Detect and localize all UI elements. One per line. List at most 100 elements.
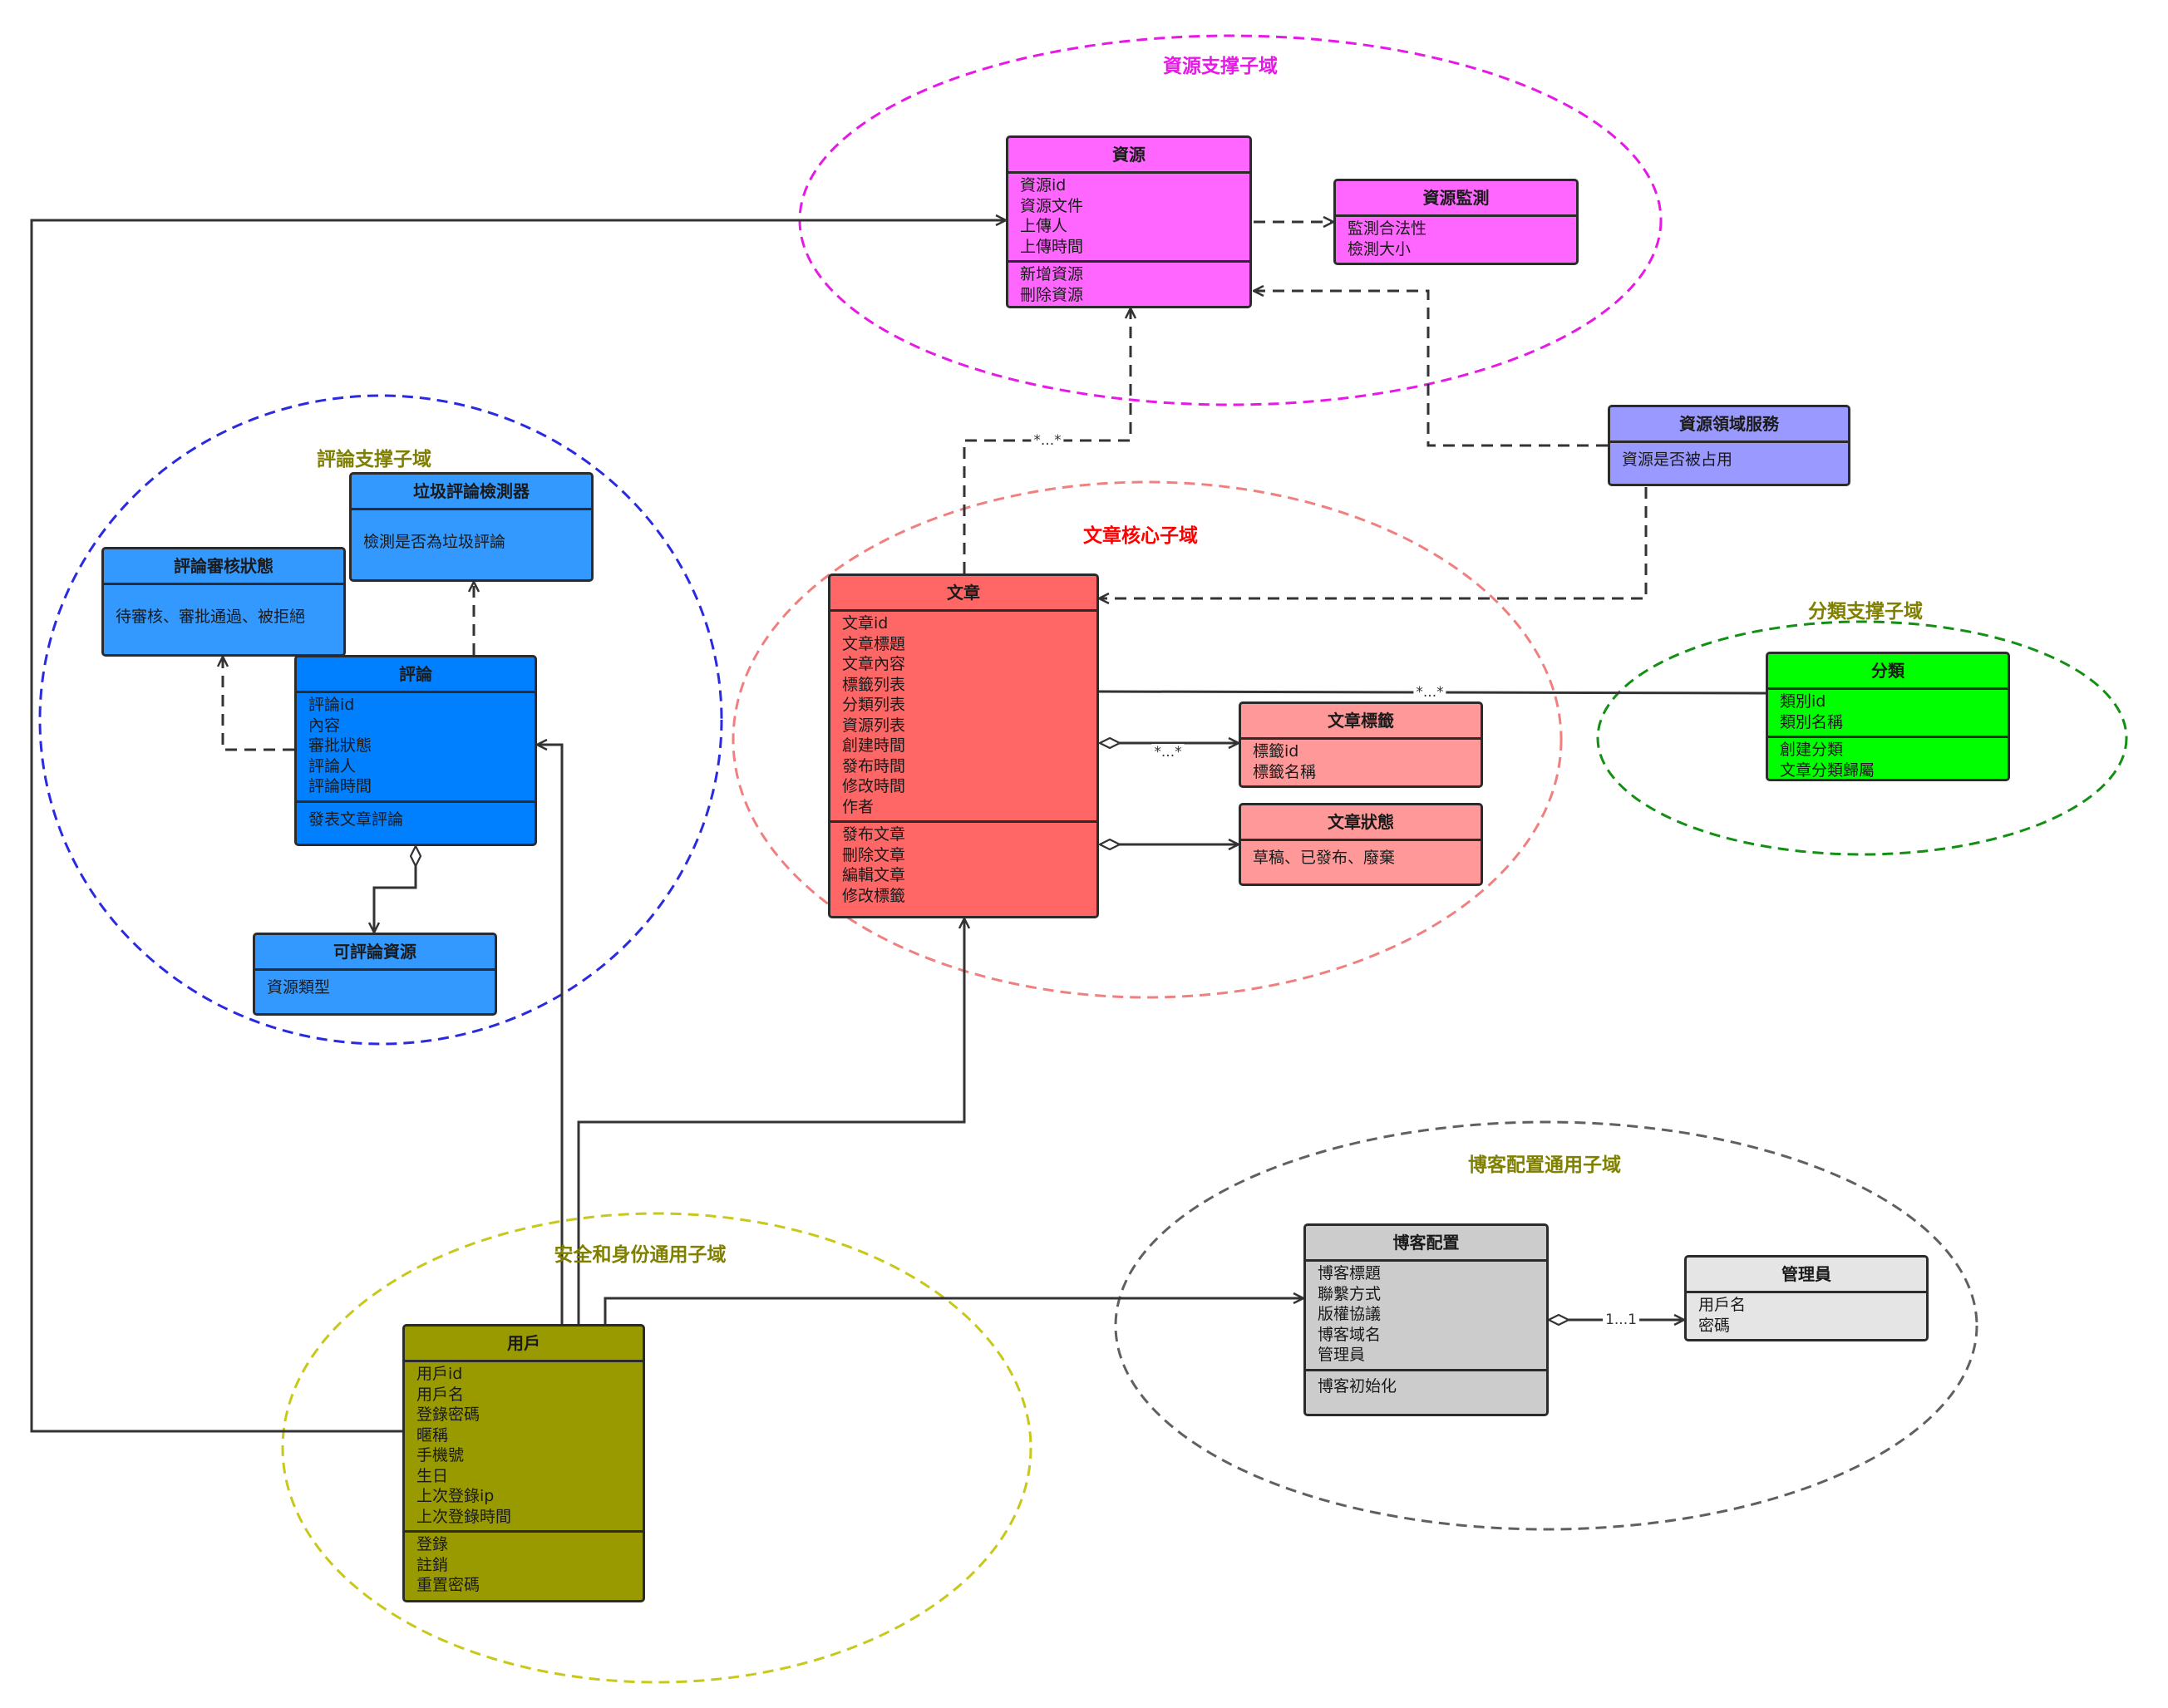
class-spam-detector-note: 檢測是否為垃圾評論 xyxy=(352,510,591,555)
attribute: 版權協議 xyxy=(1318,1305,1382,1323)
attribute: 檢測大小 xyxy=(1348,239,1412,258)
attribute: 用戶名 xyxy=(1698,1296,1747,1314)
class-comment-review-status[interactable]: 評論審核狀態 待審核、審批通過、被拒絕 xyxy=(101,547,346,657)
attribute: 內容 xyxy=(308,716,341,735)
multiplicity-article-category: *...* xyxy=(1413,684,1446,701)
method: 發表文章評論 xyxy=(308,810,404,829)
method: 博客初始化 xyxy=(1318,1376,1397,1395)
class-article-tag[interactable]: 文章標籤 標籤id 標籤名稱 xyxy=(1239,701,1483,788)
class-category-title: 分類 xyxy=(1768,654,2008,690)
attribute: 手機號 xyxy=(416,1446,465,1464)
class-blog-config-attributes: 博客標題 聯繫方式 版權協議 博客域名 管理員 xyxy=(1306,1262,1546,1369)
attribute: 作者 xyxy=(842,797,875,816)
attribute: 審批狀態 xyxy=(308,736,372,755)
attribute: 用戶id xyxy=(416,1365,463,1383)
method: 編輯文章 xyxy=(842,866,906,884)
edge-comment-to-commentable xyxy=(374,846,416,933)
class-article-methods: 發布文章 刪除文章 編輯文章 修改標籤 xyxy=(830,820,1096,909)
class-resource-domain-service-note: 資源是否被占用 xyxy=(1610,443,1848,474)
class-comment-attributes: 評論id 內容 審批狀態 評論人 評論時間 xyxy=(297,693,535,800)
note: 待審核、審批通過、被拒絕 xyxy=(116,608,306,626)
class-user[interactable]: 用戶 用戶id 用戶名 登錄密碼 暱稱 手機號 生日 上次登錄ip 上次登錄時間… xyxy=(402,1324,645,1602)
attribute: 修改時間 xyxy=(842,777,906,795)
attribute: 聯繫方式 xyxy=(1318,1284,1382,1303)
edge-user-to-blogconfig xyxy=(604,1298,1303,1324)
method: 刪除文章 xyxy=(842,845,906,864)
class-article-status-note: 草稿、已發布、廢棄 xyxy=(1241,841,1481,872)
zone-comment-ellipse xyxy=(38,394,723,1046)
class-category-methods: 創建分類 文章分類歸屬 xyxy=(1768,736,2008,779)
attribute: 文章id xyxy=(842,614,889,633)
attribute: 暱稱 xyxy=(416,1425,449,1445)
edge-comment-to-review-status xyxy=(223,657,294,751)
attribute: 博客域名 xyxy=(1318,1325,1382,1344)
class-article-status[interactable]: 文章狀態 草稿、已發布、廢棄 xyxy=(1239,803,1483,886)
attribute: 類別id xyxy=(1780,692,1826,711)
attribute: 類別名稱 xyxy=(1780,712,1844,731)
multiplicity-config-admin: 1...1 xyxy=(1603,1312,1639,1328)
attribute: 用戶名 xyxy=(416,1385,465,1404)
method: 創建分類 xyxy=(1780,741,1844,759)
class-resource-monitor-attributes: 監測合法性 檢測大小 xyxy=(1336,217,1576,263)
zone-blogconfig-ellipse xyxy=(1114,1120,1978,1531)
method: 刪除資源 xyxy=(1020,285,1084,304)
attribute: 密碼 xyxy=(1698,1316,1731,1335)
zone-resource-label: 資源支撑子域 xyxy=(1163,56,1278,77)
class-user-title: 用戶 xyxy=(405,1327,643,1362)
attribute: 監測合法性 xyxy=(1348,219,1427,238)
class-spam-detector[interactable]: 垃圾評論檢測器 檢測是否為垃圾評論 xyxy=(349,472,594,582)
class-article-status-title: 文章狀態 xyxy=(1241,805,1481,841)
attribute: 上次登錄ip xyxy=(416,1487,495,1505)
class-resource-domain-service[interactable]: 資源領域服務 資源是否被占用 xyxy=(1608,405,1850,486)
attribute: 資源列表 xyxy=(842,716,906,735)
class-resource-domain-service-title: 資源領域服務 xyxy=(1610,407,1848,443)
class-category[interactable]: 分類 類別id 類別名稱 創建分類 文章分類歸屬 xyxy=(1766,652,2010,781)
class-resource-monitor[interactable]: 資源監測 監測合法性 檢測大小 xyxy=(1333,179,1579,265)
zone-comment-label: 評論支撑子域 xyxy=(317,449,431,470)
class-admin[interactable]: 管理員 用戶名 密碼 xyxy=(1684,1255,1929,1341)
attribute: 文章標題 xyxy=(842,634,906,653)
attribute: 上傳時間 xyxy=(1020,237,1084,256)
note: 資源是否被占用 xyxy=(1622,450,1733,469)
class-article-tag-title: 文章標籤 xyxy=(1241,704,1481,740)
multiplicity-article-resource: *...* xyxy=(1031,432,1064,449)
attribute: 創建時間 xyxy=(842,736,906,755)
class-comment[interactable]: 評論 評論id 內容 審批狀態 評論人 評論時間 發表文章評論 xyxy=(294,655,537,846)
note: 檢測是否為垃圾評論 xyxy=(363,533,506,551)
class-comment-review-status-title: 評論審核狀態 xyxy=(104,549,343,585)
class-article-title: 文章 xyxy=(830,576,1096,612)
attribute: 標籤名稱 xyxy=(1253,762,1317,781)
class-blog-config-methods: 博客初始化 xyxy=(1306,1368,1546,1400)
method: 登錄 xyxy=(416,1535,449,1553)
attribute: 上傳人 xyxy=(1020,217,1068,235)
attribute: 文章內容 xyxy=(842,655,906,673)
class-blog-config[interactable]: 博客配置 博客標題 聯繫方式 版權協議 博客域名 管理員 博客初始化 xyxy=(1303,1223,1549,1416)
attribute: 管理員 xyxy=(1318,1346,1366,1364)
attribute: 分類列表 xyxy=(842,696,906,714)
class-comment-methods: 發表文章評論 xyxy=(297,800,535,834)
class-resource-attributes: 資源id 資源文件 上傳人 上傳時間 xyxy=(1008,174,1249,260)
attribute: 資源id xyxy=(1020,176,1067,194)
edge-domainservice-to-resource xyxy=(1254,291,1608,447)
attribute: 生日 xyxy=(416,1466,449,1485)
attribute: 登錄密碼 xyxy=(416,1405,480,1424)
attribute: 標籤列表 xyxy=(842,675,906,694)
edge-user-to-comment xyxy=(537,745,564,1324)
zone-article-label: 文章核心子域 xyxy=(1083,525,1198,547)
class-commentable-resource[interactable]: 可評論資源 資源類型 xyxy=(253,933,497,1016)
zone-category-ellipse xyxy=(1596,620,2128,856)
class-user-methods: 登錄 註銷 重置密碼 xyxy=(405,1530,643,1599)
class-user-attributes: 用戶id 用戶名 登錄密碼 暱稱 手機號 生日 上次登錄ip 上次登錄時間 xyxy=(405,1362,643,1530)
class-article-tag-attributes: 標籤id 標籤名稱 xyxy=(1241,740,1481,785)
attribute: 評論人 xyxy=(308,756,357,775)
zone-security-label: 安全和身份通用子域 xyxy=(554,1244,727,1266)
class-blog-config-title: 博客配置 xyxy=(1306,1226,1546,1262)
class-resource-methods: 新增資源 刪除資源 xyxy=(1008,260,1249,306)
class-category-attributes: 類別id 類別名稱 xyxy=(1768,690,2008,736)
edge-user-to-resource xyxy=(30,220,1006,1433)
class-article[interactable]: 文章 文章id 文章標題 文章內容 標籤列表 分類列表 資源列表 創建時間 發布… xyxy=(828,573,1099,918)
class-resource-title: 資源 xyxy=(1008,138,1249,174)
class-resource[interactable]: 資源 資源id 資源文件 上傳人 上傳時間 新增資源 刪除資源 xyxy=(1006,135,1252,308)
attribute: 發布時間 xyxy=(842,756,906,775)
attribute: 博客標題 xyxy=(1318,1264,1382,1282)
